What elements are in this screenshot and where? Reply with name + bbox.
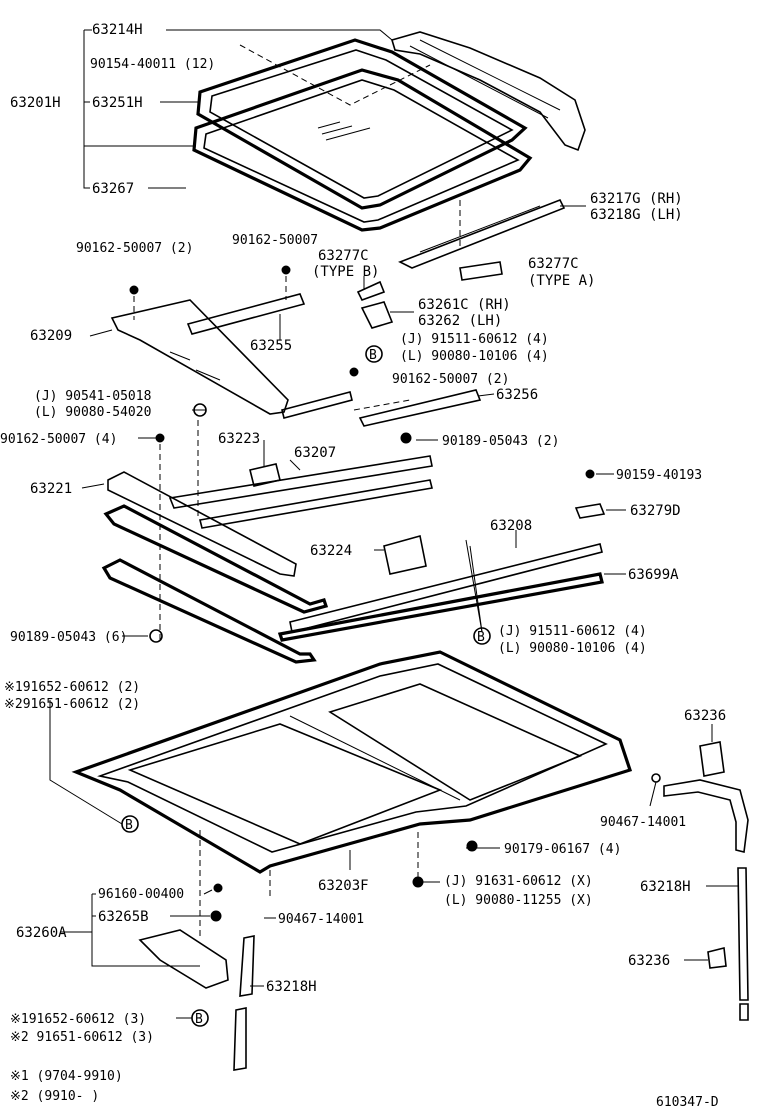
label-91631: (J) 91631-60612 (X)	[444, 874, 593, 889]
label-63260a: 63260A	[16, 925, 67, 941]
drive-cable-guide	[360, 301, 394, 329]
note-2: ※2 (9910- )	[10, 1089, 99, 1104]
label-63208: 63208	[490, 518, 532, 534]
bracket-63255	[186, 293, 306, 335]
label-63224: 63224	[310, 543, 352, 559]
label-b-l1: (L) 90080-10106 (4)	[400, 349, 549, 364]
bracket-63256	[358, 389, 482, 427]
side-guide-rail	[398, 198, 566, 269]
label-63201h: 63201H	[10, 95, 61, 111]
screws-top	[129, 265, 595, 479]
label-b-l2: (L) 90080-10106 (4)	[498, 641, 647, 656]
reference-markers: B B B B	[121, 345, 491, 1027]
label-90467-14001b: 90467-14001	[278, 912, 364, 927]
seal-63699A	[277, 572, 604, 642]
label-90080-54020: (L) 90080-54020	[34, 405, 151, 420]
sunroof-glass-panel	[192, 38, 533, 232]
label-63236a: 63236	[684, 708, 726, 724]
label-63251h: 63251H	[92, 95, 143, 111]
label-96160: 96160-00400	[98, 887, 184, 902]
label-90189-05043-6: 90189-05043 (6)	[10, 630, 127, 645]
ref-b: B	[477, 630, 485, 645]
leader-lines	[49, 29, 738, 1019]
label-90467-14001a: 90467-14001	[600, 815, 686, 830]
ref-b: B	[195, 1012, 203, 1027]
label-63279d: 63279D	[630, 503, 681, 519]
wind-deflector	[391, 31, 586, 152]
label-63267: 63267	[92, 181, 134, 197]
label-b-j1: (J) 91511-60612 (4)	[400, 332, 549, 347]
drain-hoses	[233, 741, 749, 1071]
label-90179: 90179-06167 (4)	[504, 842, 621, 857]
label-63218h-b: 63218H	[266, 979, 317, 995]
note-1: ※1 (9704-9910)	[10, 1069, 123, 1084]
label-63209: 63209	[30, 328, 72, 344]
label-63207: 63207	[294, 445, 336, 461]
clip-63236	[699, 741, 725, 777]
label-63277c-a: 63277C	[528, 256, 579, 272]
label-63236b: 63236	[628, 953, 670, 969]
label-63217g: 63217G (RH)	[590, 191, 683, 207]
label-b-j2: (J) 91511-60612 (4)	[498, 624, 647, 639]
sunshade-frame	[101, 455, 606, 664]
ref-b: B	[125, 818, 133, 833]
label-90189-05043-2: 90189-05043 (2)	[442, 434, 559, 449]
label-63265b: 63265B	[98, 909, 149, 925]
label-90154-40011: 90154-40011 (12)	[90, 57, 215, 72]
part-labels: 63214H 90154-40011 (12) 63201H 63251H 63…	[0, 22, 726, 1110]
label-63221: 63221	[30, 481, 72, 497]
label-63218h-a: 63218H	[640, 879, 691, 895]
label-x291651: ※291651-60612 (2)	[4, 697, 140, 712]
label-63203f: 63203F	[318, 878, 369, 894]
rail-63207	[168, 455, 433, 509]
label-63223: 63223	[218, 431, 260, 447]
bracket-63223	[249, 463, 281, 487]
label-90159-40193: 90159-40193	[616, 468, 702, 483]
label-90162-50007: 90162-50007	[232, 233, 318, 248]
label-90162-50007-4: 90162-50007 (4)	[0, 432, 117, 447]
drain-bracket	[138, 883, 229, 989]
ref-b: B	[369, 348, 377, 363]
roof-housing	[71, 650, 633, 874]
label-63277c-b: 63277C	[318, 248, 369, 264]
label-90541: (J) 90541-05018	[34, 389, 151, 404]
bracket-type-b	[356, 280, 386, 301]
label-63699a: 63699A	[628, 567, 679, 583]
label-63255: 63255	[250, 338, 292, 354]
label-63218g: 63218G (LH)	[590, 207, 683, 223]
bracket-63279D	[574, 503, 606, 519]
label-90162-50007-2: 90162-50007 (2)	[76, 241, 193, 256]
label-90080-11255: (L) 90080-11255 (X)	[444, 893, 593, 908]
diagram-code: 610347-D	[656, 1095, 719, 1110]
label-x191652b: ※191652-60612 (3)	[10, 1012, 146, 1027]
label-type-b: (TYPE B)	[312, 264, 379, 280]
rail-63208	[289, 543, 603, 633]
front-housing	[110, 293, 353, 419]
label-63262: 63262 (LH)	[418, 313, 502, 329]
label-90162-50007-2c: 90162-50007 (2)	[392, 372, 509, 387]
label-63256: 63256	[496, 387, 538, 403]
label-x191652: ※191652-60612 (2)	[4, 680, 140, 695]
label-63214h: 63214H	[92, 22, 143, 38]
label-x291651b: ※2 91651-60612 (3)	[10, 1030, 154, 1045]
label-63261c: 63261C (RH)	[418, 297, 511, 313]
bracket-63224	[383, 534, 427, 575]
bracket-type-a	[459, 261, 503, 281]
label-type-a: (TYPE A)	[528, 273, 595, 289]
